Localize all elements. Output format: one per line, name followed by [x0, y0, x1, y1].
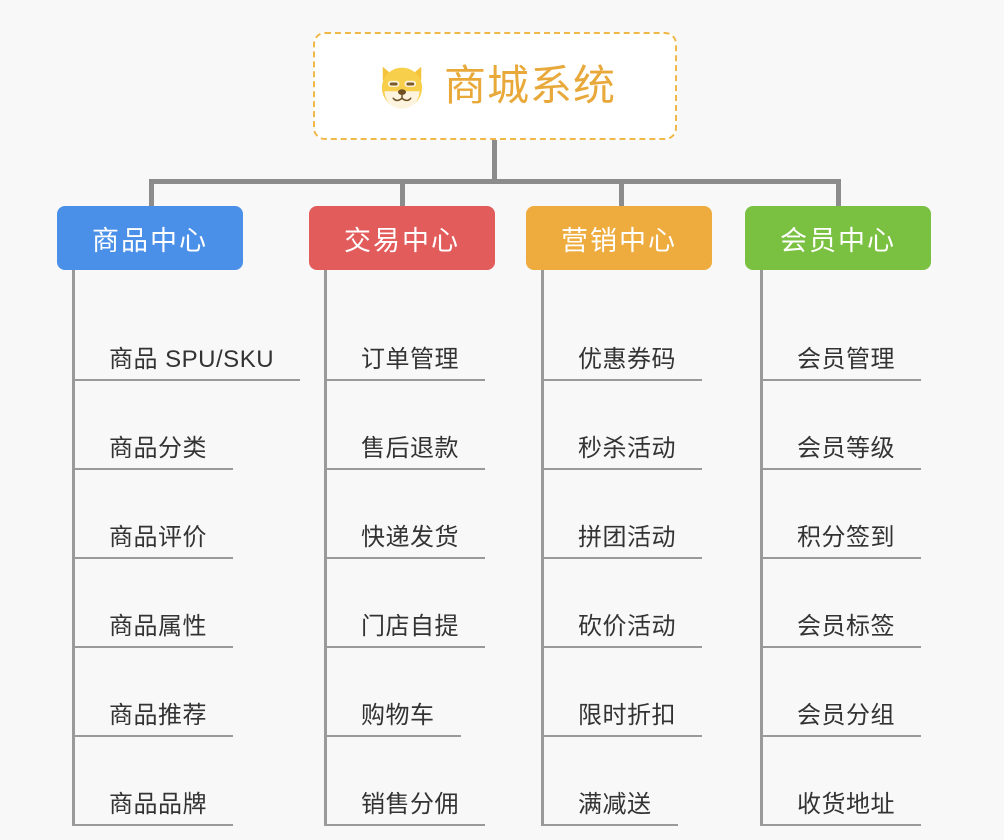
leaf-label: 商品品牌	[75, 791, 233, 826]
leaf-label: 会员管理	[763, 346, 921, 381]
leaf-item[interactable]: 商品品牌	[75, 737, 300, 826]
leaf-label: 会员分组	[763, 702, 921, 737]
leaf-label: 购物车	[327, 702, 461, 737]
leaf-item[interactable]: 会员管理	[763, 292, 931, 381]
branch-header-label: 营销中心	[561, 225, 677, 256]
leaf-item[interactable]: 拼团活动	[544, 470, 712, 559]
leaf-item[interactable]: 满减送	[544, 737, 712, 826]
leaf-item[interactable]: 商品分类	[75, 381, 300, 470]
root-node[interactable]: 商城系统	[313, 32, 677, 140]
leaf-item[interactable]: 购物车	[327, 648, 495, 737]
connector-stem	[492, 140, 497, 182]
branch-header-label: 会员中心	[780, 225, 896, 256]
leaf-label: 满减送	[544, 791, 678, 826]
leaf-item[interactable]: 会员标签	[763, 559, 931, 648]
leaf-item[interactable]: 商品推荐	[75, 648, 300, 737]
branch-children-product: 商品 SPU/SKU 商品分类 商品评价 商品属性 商品推荐 商品品牌	[72, 270, 301, 826]
branch-header-transaction[interactable]: 交易中心	[309, 206, 495, 270]
branch-header-marketing[interactable]: 营销中心	[526, 206, 712, 270]
branch-header-product[interactable]: 商品中心	[57, 206, 243, 270]
leaf-item[interactable]: 积分签到	[763, 470, 931, 559]
leaf-item[interactable]: 秒杀活动	[544, 381, 712, 470]
leaf-item[interactable]: 快递发货	[327, 470, 495, 559]
leaf-label: 优惠券码	[544, 346, 702, 381]
connector-spine	[149, 179, 840, 184]
leaf-label: 商品推荐	[75, 702, 233, 737]
leaf-item[interactable]: 门店自提	[327, 559, 495, 648]
connector-drop-0	[149, 179, 154, 210]
leaf-item[interactable]: 会员分组	[763, 648, 931, 737]
leaf-label: 门店自提	[327, 613, 485, 648]
leaf-label: 积分签到	[763, 524, 921, 559]
leaf-label: 拼团活动	[544, 524, 702, 559]
leaf-label: 会员标签	[763, 613, 921, 648]
connector-drop-2	[619, 179, 624, 210]
leaf-label: 限时折扣	[544, 702, 702, 737]
branch-children-marketing: 优惠券码 秒杀活动 拼团活动 砍价活动 限时折扣 满减送	[541, 270, 712, 826]
leaf-label: 会员等级	[763, 435, 921, 470]
leaf-item[interactable]: 收货地址	[763, 737, 931, 826]
branch-header-label: 交易中心	[344, 225, 460, 256]
branch-header-member[interactable]: 会员中心	[745, 206, 931, 270]
branch-children-member: 会员管理 会员等级 积分签到 会员标签 会员分组 收货地址	[760, 270, 931, 826]
leaf-label: 砍价活动	[544, 613, 702, 648]
leaf-item[interactable]: 订单管理	[327, 292, 495, 381]
leaf-label: 订单管理	[327, 346, 485, 381]
branch-column-marketing: 营销中心 优惠券码 秒杀活动 拼团活动 砍价活动 限时折扣 满减送	[526, 206, 712, 826]
branch-column-member: 会员中心 会员管理 会员等级 积分签到 会员标签 会员分组 收货地址	[745, 206, 931, 826]
leaf-item[interactable]: 商品评价	[75, 470, 300, 559]
leaf-item[interactable]: 限时折扣	[544, 648, 712, 737]
leaf-item[interactable]: 砍价活动	[544, 559, 712, 648]
branch-children-transaction: 订单管理 售后退款 快递发货 门店自提 购物车 销售分佣	[324, 270, 495, 826]
leaf-label: 商品评价	[75, 524, 233, 559]
branch-column-product: 商品中心 商品 SPU/SKU 商品分类 商品评价 商品属性 商品推荐 商品品牌	[57, 206, 301, 826]
leaf-label: 销售分佣	[327, 791, 485, 826]
leaf-label: 商品分类	[75, 435, 233, 470]
leaf-label: 商品 SPU/SKU	[75, 346, 301, 381]
leaf-label: 秒杀活动	[544, 435, 702, 470]
leaf-label: 收货地址	[763, 791, 921, 826]
branch-header-label: 商品中心	[92, 225, 208, 256]
leaf-label: 售后退款	[327, 435, 485, 470]
leaf-item[interactable]: 商品属性	[75, 559, 300, 648]
connector-drop-3	[836, 179, 841, 210]
branch-column-transaction: 交易中心 订单管理 售后退款 快递发货 门店自提 购物车 销售分佣	[309, 206, 495, 826]
leaf-item[interactable]: 会员等级	[763, 381, 931, 470]
leaf-item[interactable]: 优惠券码	[544, 292, 712, 381]
root-title: 商城系统	[443, 62, 616, 109]
leaf-item[interactable]: 售后退款	[327, 381, 495, 470]
dog-face-icon	[381, 66, 423, 109]
leaf-item[interactable]: 销售分佣	[327, 737, 495, 826]
leaf-label: 商品属性	[75, 613, 233, 648]
connector-drop-1	[400, 179, 405, 210]
leaf-item[interactable]: 商品 SPU/SKU	[75, 292, 301, 381]
leaf-label: 快递发货	[327, 524, 485, 559]
